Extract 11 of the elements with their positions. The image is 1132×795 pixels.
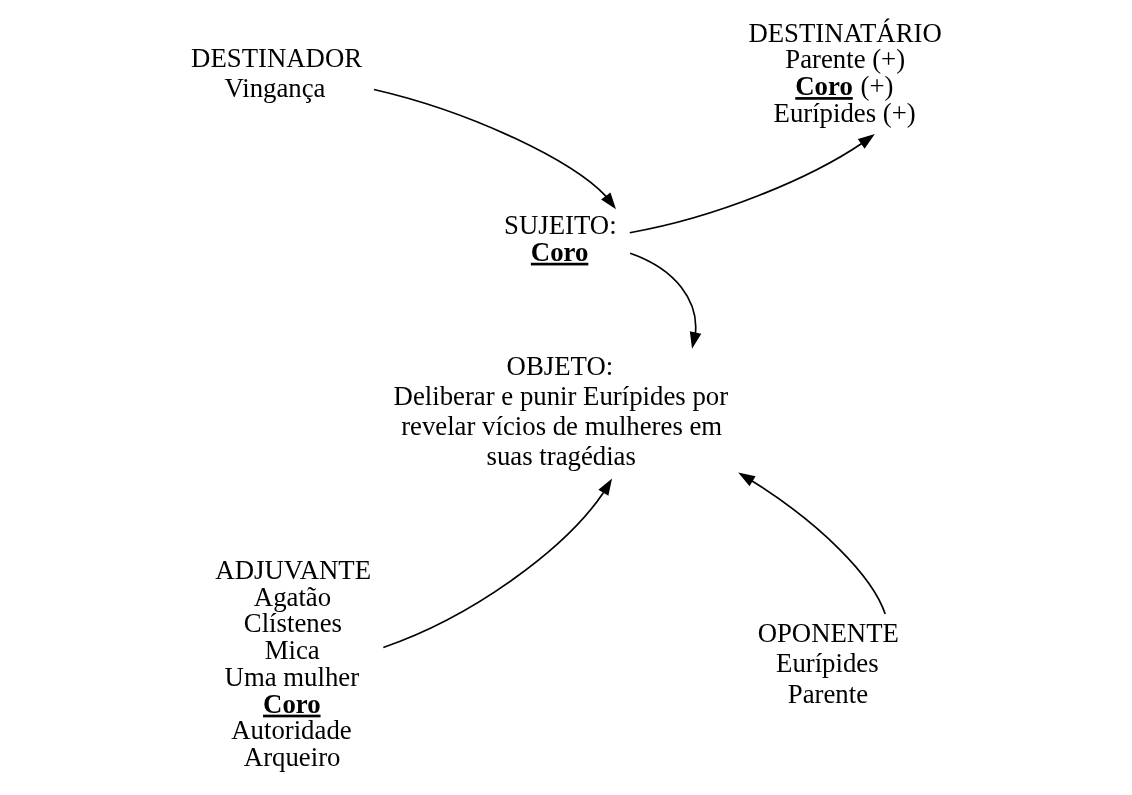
node-text: SUJEITO: Coro [504,209,617,267]
node-text: DESTINATÁRIO Parente (+) Coro (+) Eurípides (+) [748,17,942,128]
node-text: ADJUVANTE Agatão Clístenes Mica Uma mulher Coro Autoridade Arqueiro [215,554,371,773]
node-text: OPONENTE Eurípides Parente [757,618,899,709]
arrow [382,478,613,649]
node-text: OBJETO: Deliberar e punir Eurípides por revelar vícios de mulheres em suas tragédias [393,350,729,471]
node-text: DESTINADOR Vingança [191,42,363,103]
arrow [628,134,875,234]
arrow [373,88,616,210]
arrow [738,472,887,615]
arrow [629,252,702,349]
